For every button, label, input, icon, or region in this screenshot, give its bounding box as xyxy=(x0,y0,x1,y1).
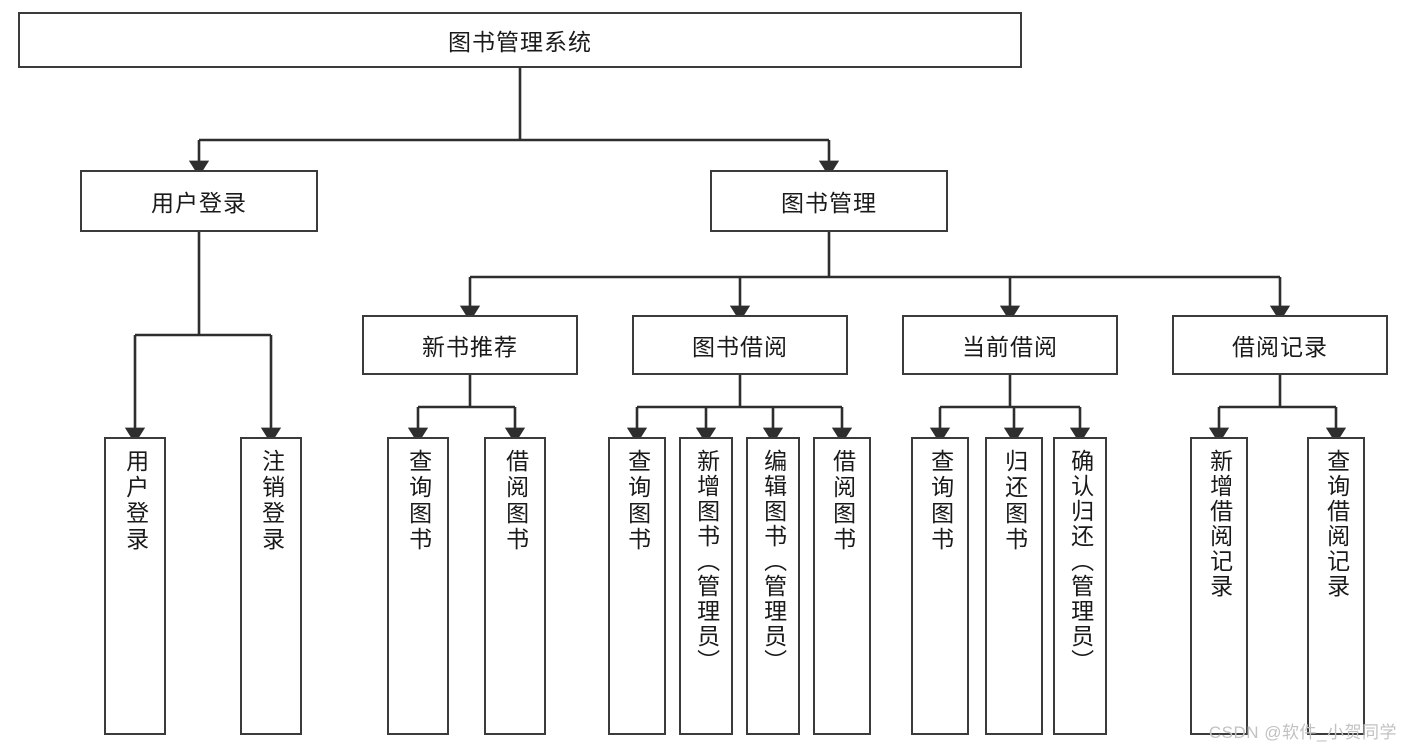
node-leaf-add-book-admin[interactable]: 新增图书（管理员） xyxy=(679,437,733,735)
node-leaf-confirm-return-admin[interactable]: 确认归还（管理员） xyxy=(1053,437,1107,735)
node-label-leaf-edit-book-admin: 编辑图书（管理员） xyxy=(760,449,787,674)
node-label-book-borrow: 图书借阅 xyxy=(692,334,788,360)
node-borrow-record[interactable]: 借阅记录 xyxy=(1172,315,1388,375)
node-book-borrow[interactable]: 图书借阅 xyxy=(632,315,848,375)
node-leaf-add-borrow-record[interactable]: 新增借阅记录 xyxy=(1190,437,1248,735)
node-leaf-query-borrow-record[interactable]: 查询借阅记录 xyxy=(1307,437,1365,735)
node-label-book-manage: 图书管理 xyxy=(781,190,877,216)
node-label-current-borrow: 当前借阅 xyxy=(962,334,1058,360)
node-label-leaf-borrow-book: 借阅图书 xyxy=(829,449,856,553)
node-leaf-user-login[interactable]: 用户登录 xyxy=(104,437,166,735)
node-current-borrow[interactable]: 当前借阅 xyxy=(902,315,1118,375)
watermark-label: CSDN @软件_小贺同学 xyxy=(1208,723,1397,742)
node-label-leaf-return-book: 归还图书 xyxy=(1001,449,1028,553)
node-label-leaf-query-book-current: 查询图书 xyxy=(927,449,954,553)
node-label-root: 图书管理系统 xyxy=(448,29,592,55)
node-label-leaf-query-borrow-record: 查询借阅记录 xyxy=(1323,449,1350,599)
node-leaf-query-book-borrow[interactable]: 查询图书 xyxy=(608,437,666,735)
node-label-leaf-add-book-admin: 新增图书（管理员） xyxy=(693,449,720,674)
node-label-user-login: 用户登录 xyxy=(151,190,247,216)
node-label-leaf-user-logout: 注销登录 xyxy=(258,449,285,553)
node-leaf-edit-book-admin[interactable]: 编辑图书（管理员） xyxy=(746,437,800,735)
node-leaf-query-book-recommend[interactable]: 查询图书 xyxy=(387,437,449,735)
node-label-borrow-record: 借阅记录 xyxy=(1232,334,1328,360)
node-label-leaf-user-login: 用户登录 xyxy=(122,449,149,553)
node-label-leaf-confirm-return-admin: 确认归还（管理员） xyxy=(1067,449,1094,674)
node-leaf-borrow-book[interactable]: 借阅图书 xyxy=(813,437,871,735)
node-label-new-book-recommend: 新书推荐 xyxy=(422,334,518,360)
node-leaf-user-logout[interactable]: 注销登录 xyxy=(240,437,302,735)
node-label-leaf-query-book-borrow: 查询图书 xyxy=(624,449,651,553)
node-leaf-query-book-current[interactable]: 查询图书 xyxy=(911,437,969,735)
node-leaf-borrow-book-recommend[interactable]: 借阅图书 xyxy=(484,437,546,735)
node-root[interactable]: 图书管理系统 xyxy=(18,12,1022,68)
node-new-book-recommend[interactable]: 新书推荐 xyxy=(362,315,578,375)
node-label-leaf-add-borrow-record: 新增借阅记录 xyxy=(1206,449,1233,599)
node-label-leaf-borrow-book-recommend: 借阅图书 xyxy=(502,449,529,553)
node-label-leaf-query-book-recommend: 查询图书 xyxy=(405,449,432,553)
node-user-login[interactable]: 用户登录 xyxy=(80,170,318,232)
node-leaf-return-book[interactable]: 归还图书 xyxy=(985,437,1043,735)
node-book-manage[interactable]: 图书管理 xyxy=(710,170,948,232)
